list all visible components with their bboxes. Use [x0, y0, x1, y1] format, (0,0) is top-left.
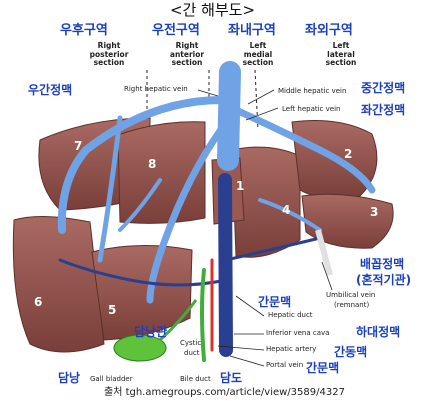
label-kor-ivc: 하대정맥: [356, 325, 401, 339]
section-header-right-anterior: 우전구역: [152, 23, 200, 38]
leader-lines: [197, 89, 333, 367]
label-kor-left-hepatic-vein: 좌간정맥: [361, 103, 406, 117]
label-kor-middle-hepatic-vein: 중간정맥: [361, 81, 406, 95]
section-header-left-medial: 좌내구역: [228, 23, 276, 38]
label-eng-middle-hepatic-vein: Middle hepatic vein: [278, 87, 347, 95]
segment-label-7: 7: [74, 139, 83, 153]
label-kor-hepatic-duct: 간문맥: [258, 295, 292, 309]
section-header-left-lateral: 좌외구역: [305, 23, 353, 38]
hepatic-veins: [57, 61, 376, 304]
label-eng-gallbladder: Gall bladder: [90, 375, 133, 383]
label-eng-left-hepatic-vein: Left hepatic vein: [282, 105, 341, 113]
segment-3-shape: [301, 193, 394, 249]
label-kor-right-hepatic-vein: 우간정맥: [28, 83, 73, 97]
label-eng-hepatic-duct: Hepatic duct: [268, 311, 313, 319]
umbilical-vein-remnant: [315, 229, 333, 276]
segment-label-8: 8: [148, 157, 157, 171]
segment-label-6: 6: [34, 295, 43, 309]
segment-label-4: 4: [282, 203, 291, 217]
source-caption: 출처 tgh.amegroups.com/article/view/3589/4…: [104, 387, 345, 398]
label-eng-ivc: Inferior vena cava: [266, 329, 330, 337]
segment-label-2: 2: [344, 147, 353, 161]
portal-system: [58, 173, 322, 362]
label-eng-hepatic-artery: Hepatic artery: [266, 345, 317, 353]
segment-label-5: 5: [108, 303, 117, 317]
label-kor-umbilical-vein-1: 배꼽정맥: [360, 257, 405, 271]
label-kor-umbilical-vein-2: (혼적기관): [356, 273, 412, 287]
section-header-right-posterior: 우후구역: [60, 23, 108, 38]
label-kor-hepatic-artery: 간동맥: [334, 345, 368, 359]
diagram-title: <간 해부도>: [169, 1, 256, 19]
label-kor-cystic-duct: 담낭관: [134, 325, 168, 339]
label-eng-cystic-duct-1: Cystic: [180, 339, 202, 347]
label-eng-portal-vein: Portal vein: [266, 361, 304, 369]
label-eng-umbilical-vein-2: (remnant): [334, 301, 370, 309]
segment-6-shape: [12, 215, 105, 353]
label-eng-right-hepatic-vein: Right hepatic vein: [124, 85, 188, 93]
label-kor-portal-vein: 간문맥: [306, 361, 340, 375]
segment-label-3: 3: [370, 205, 379, 219]
label-eng-umbilical-vein-1: Umbilical vein: [326, 291, 376, 299]
label-kor-gallbladder: 담낭: [58, 371, 81, 385]
segment-label-1: 1: [236, 179, 245, 193]
label-eng-cystic-duct-2: duct: [184, 349, 200, 357]
gallbladder: [113, 299, 198, 362]
label-eng-bile-duct: Bile duct: [180, 375, 211, 383]
label-kor-bile-duct: 담도: [220, 371, 243, 385]
